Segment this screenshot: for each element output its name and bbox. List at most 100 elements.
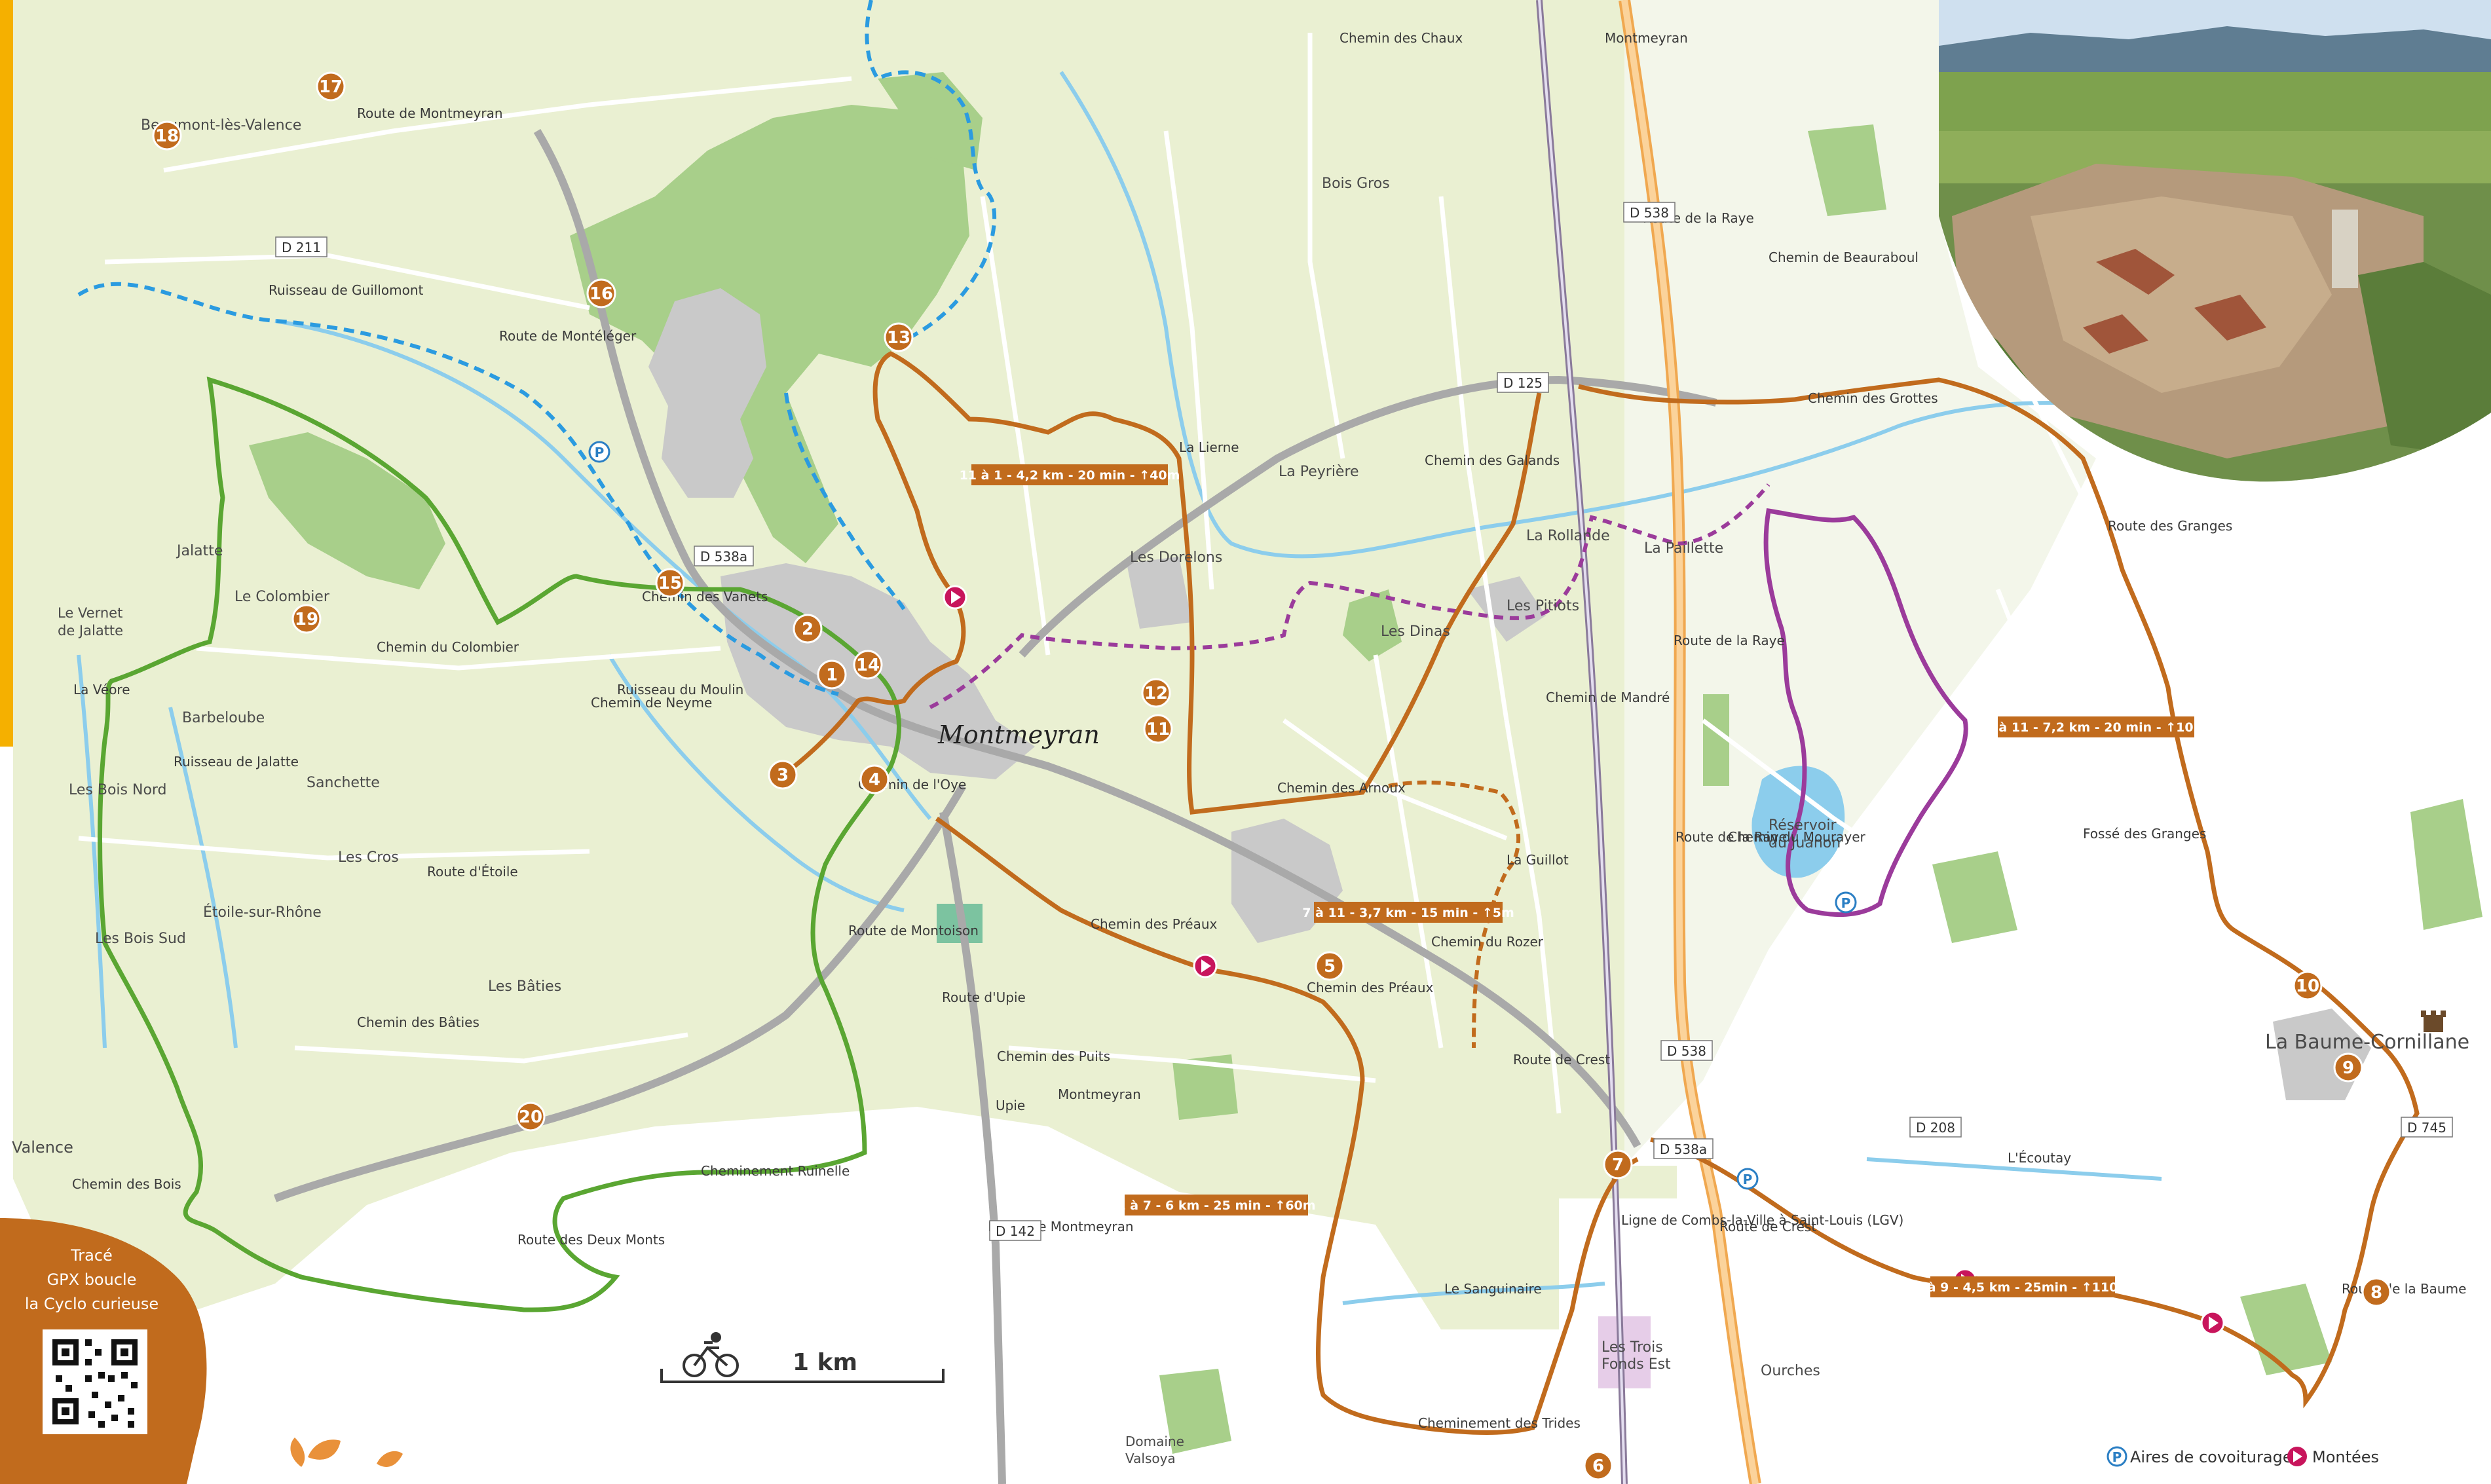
climb-marker-icon [2200,1310,2225,1335]
road-label: Montmeyran [1605,30,1688,46]
gpx-title-line2: GPX boucle [47,1271,137,1289]
road-label: Chemin du Rozer [1431,934,1544,950]
road-label: Ruisseau de Jalatte [174,754,299,770]
place-label: Les Pitiots [1507,598,1579,614]
road-number-box: D 745 [2401,1117,2453,1138]
svg-text:P: P [595,445,605,460]
segment-badge: 11 à 1 - 4,2 km - 20 min - ↑40m [960,464,1180,485]
place-label: Les Bois Nord [69,782,167,798]
carpool-markers: PPP [588,441,1857,1190]
waypoint-marker: 16 [586,278,616,308]
place-label: Les Trois [1601,1339,1663,1356]
place-label: Les Bâties [488,978,561,995]
legend: P Aires de covoiturage Montées [2107,1446,2379,1467]
road-label: Upie [996,1098,1025,1113]
road-label: Ruisseau du Moulin [617,682,743,697]
road-number-label: D 208 [1916,1120,1955,1136]
segment-label: 1 à 7 - 6 km - 25 min - ↑60m [1117,1198,1315,1213]
castle-icon [2421,1011,2446,1032]
gpx-download-box[interactable]: Tracé GPX boucle la Cyclo curieuse [0,1218,207,1484]
road-label: Ruisseau de Guillomont [269,282,423,298]
segment-badge: 9 à 11 - 7,2 km - 20 min - ↑10m [1986,716,2207,737]
route-green-loop [98,376,901,1312]
place-label: Domaine [1125,1434,1184,1449]
place-label: La Rollande [1526,528,1610,544]
waypoint-number: 11 [1146,720,1170,739]
waypoint-number: 15 [658,574,682,593]
main-roads [273,128,1717,1484]
waypoint-number: 1 [826,665,838,685]
road-label: Chemin des Puits [997,1048,1110,1064]
d538-main-road-core [1621,0,1759,1484]
aerial-village-photo [1939,0,2491,482]
road-label: Chemin du Colombier [377,639,519,655]
place-label: du Juanon [1769,835,1841,851]
road-number-label: D 538 [1667,1043,1706,1059]
place-label: La Paillette [1644,540,1723,557]
segment-label: 9 à 11 - 7,2 km - 20 min - ↑10m [1986,720,2207,735]
road-label: Route de Montmeyran [357,105,503,121]
road-label: Route des Granges [2108,518,2232,534]
waypoint-number: 12 [1144,684,1168,703]
road-label: Chemin de Mandré [1546,690,1670,705]
segment-label: 7 à 11 - 3,7 km - 15 min - ↑5m [1302,906,1514,920]
waypoint-number: 18 [155,126,179,146]
road-label: Fossé des Granges [2083,826,2206,842]
road-label: La Véore [73,682,130,697]
waypoint-number: 7 [1612,1155,1624,1175]
road-label: Chemin de Neyme [591,695,712,711]
place-label: Sanchette [307,775,380,791]
waypoint-marker: 4 [859,764,890,794]
waypoint-marker: 14 [853,650,883,680]
place-label: Bois Gros [1322,176,1390,192]
road-label: Le Sanguinaire [1444,1281,1542,1297]
waypoint-number: 16 [590,284,613,304]
waypoint-number: 10 [2296,976,2319,996]
road-label: Route des Deux Monts [517,1232,665,1248]
road-label: Route d'Étoile [427,864,518,880]
road-number-box: D 538 [1623,202,1676,223]
segment-badge: 1 à 7 - 6 km - 25 min - ↑60m [1117,1195,1316,1215]
road-number-label: D 125 [1503,375,1543,391]
waypoint-number: 19 [295,610,318,629]
road-label: Route de la Raye [1674,633,1785,648]
road-label: Route de Crest [1719,1219,1816,1234]
place-label: Fonds Est [1601,1356,1671,1373]
place-label: Jalatte [176,543,223,559]
place-label: Valence [12,1138,73,1157]
road-label: Chemin des Bois [72,1176,181,1192]
road-number-label: D 211 [282,240,321,255]
waypoint-marker: 8 [2361,1277,2391,1307]
road-number-box: D 211 [275,236,328,257]
railway-lgv [1536,0,1628,1484]
gpx-title-line3: la Cyclo curieuse [25,1295,159,1313]
place-label: Étoile-sur-Rhône [203,904,322,921]
place-label: Réservoir [1769,817,1837,834]
scale-label: 1 km [793,1349,857,1376]
place-label: Les Cros [338,849,399,866]
segment-badge: 7 à 11 - 3,7 km - 15 min - ↑5m [1302,902,1514,923]
road-label: Route d'Upie [942,990,1026,1005]
place-label: Ourches [1761,1363,1820,1379]
leaf-logo-icon [290,1438,403,1467]
qr-code-icon [52,1339,138,1428]
road-label: Route de la Baume [2342,1281,2466,1297]
road-number-box: D 208 [1909,1117,1962,1138]
waypoint-marker: 1 [817,659,847,690]
bicycle-icon [683,1332,739,1377]
road-label: Chemin de Beauraboul [1769,250,1919,265]
waypoint-marker: 3 [768,760,798,790]
place-label: Les Bois Sud [95,931,186,947]
waypoint-marker: 5 [1315,951,1345,981]
water-courses [77,71,2228,1305]
place-label: La Baume-Cornillane [2265,1031,2469,1054]
road-label: Chemin des Préaux [1091,916,1218,932]
road-number-box: D 142 [989,1220,1041,1241]
place-label: Barbeloube [182,710,265,726]
waypoint-marker: 6 [1583,1451,1613,1481]
road-label: Chemin des Bâties [357,1014,479,1030]
left-accent-stripe [0,0,13,747]
segment-label: 11 à 1 - 4,2 km - 20 min - ↑40m [960,468,1180,483]
